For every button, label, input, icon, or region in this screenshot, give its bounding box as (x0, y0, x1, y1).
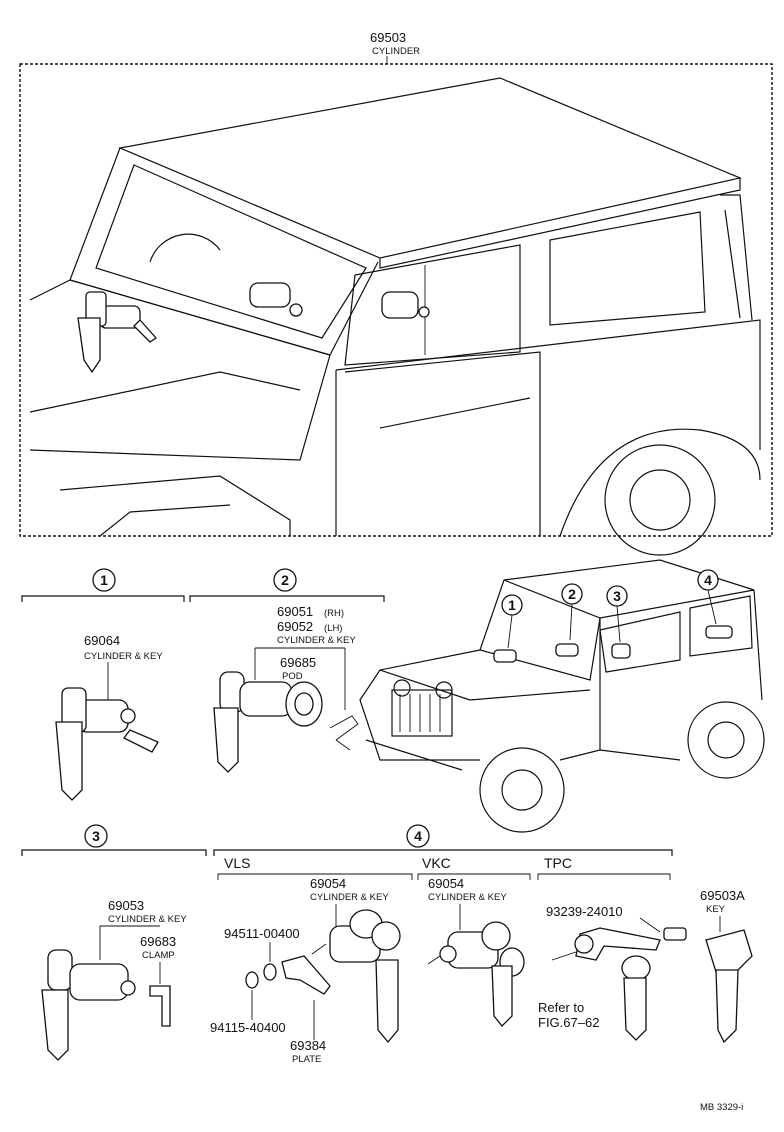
label-94115: 94115-40400 (210, 1020, 286, 1035)
vehicle-badge-1-leader (507, 614, 513, 649)
vls-bracket (217, 873, 413, 880)
group-4-number: 4 (414, 828, 422, 844)
label-69503a-desc: KEY (706, 904, 726, 915)
vkc-bracket (417, 873, 531, 880)
group-3-badge (84, 824, 108, 848)
refer-to-text: Refer to (538, 1000, 584, 1015)
label-69685: 69685 (280, 655, 316, 670)
label-69384: 69384 (290, 1038, 326, 1053)
top-lock-cylinder-hood (77, 291, 157, 374)
label-69054-vls: 69054 (310, 876, 346, 891)
vehicle-lock-marks (493, 625, 733, 663)
vehicle-top-illustration (29, 77, 761, 556)
cylinder-key-69054-vkc (427, 921, 525, 1027)
label-69054-vls-desc: CYLINDER & KEY (310, 892, 389, 903)
key-69503a (705, 929, 753, 1044)
label-69052-side: (LH) (324, 623, 342, 634)
label-69064-desc: CYLINDER & KEY (84, 651, 163, 662)
label-69683: 69683 (140, 934, 176, 949)
top-lock-cylinder-windshield (249, 282, 303, 317)
group-2-bracket (189, 595, 385, 602)
cylinder-key-69064 (55, 687, 159, 801)
label-94511: 94511-00400 (224, 926, 300, 941)
label-69051-side: (RH) (324, 608, 344, 619)
group-3-bracket (21, 849, 207, 856)
cylinder-key-69053 (41, 949, 171, 1061)
sub-vls: VLS (224, 855, 250, 871)
label-69053-desc: CYLINDER & KEY (108, 914, 187, 925)
group-1-number: 1 (100, 572, 108, 588)
label-69064: 69064 (84, 633, 120, 648)
vehicle-badge-2-number: 2 (568, 586, 576, 602)
label-69503a: 69503A (700, 888, 745, 903)
label-6905x-desc: CYLINDER & KEY (277, 635, 356, 646)
cylinder-key-6905x (213, 671, 359, 773)
vehicle-bottom-illustration (359, 559, 765, 833)
label-69685-desc: POD (282, 671, 303, 682)
group-2-badge (273, 568, 297, 592)
vehicle-badge-4-leader (707, 589, 717, 625)
top-part-number: 69503 (370, 30, 406, 45)
label-93239: 93239-24010 (546, 904, 623, 919)
group-1-bracket (21, 595, 185, 602)
vehicle-badge-3-leader (616, 605, 621, 643)
group-4-bracket (213, 849, 673, 856)
vehicle-badge-2-leader (569, 603, 573, 641)
sub-vkc: VKC (422, 855, 451, 871)
sub-tpc: TPC (544, 855, 572, 871)
cylinder-key-69054-vls (245, 909, 401, 1044)
vehicle-badge-1-number: 1 (508, 597, 516, 613)
label-69053: 69053 (108, 898, 144, 913)
refer-figure-text: FIG.67–62 (538, 1015, 599, 1030)
leader-69053 (99, 925, 160, 960)
leader-93239 (639, 917, 661, 933)
label-69051: 69051 (277, 604, 313, 619)
label-69683-desc: CLAMP (142, 950, 175, 961)
top-dashed-frame (19, 63, 773, 537)
label-69384-desc: PLATE (292, 1054, 321, 1065)
label-69054-vkc-desc: CYLINDER & KEY (428, 892, 507, 903)
label-69052: 69052 (277, 619, 313, 634)
group-3-number: 3 (92, 828, 100, 844)
leader-6905x (254, 647, 346, 710)
top-part-desc: CYLINDER (372, 46, 420, 57)
top-lock-cylinder-door (381, 291, 430, 319)
vehicle-badge-3-number: 3 (613, 588, 621, 604)
footer-code: MB 3329-i (700, 1102, 743, 1113)
group-2-number: 2 (281, 572, 289, 588)
group-4-badge (406, 824, 430, 848)
cylinder-key-tpc (551, 927, 687, 1041)
tpc-bracket (537, 873, 671, 880)
label-69054-vkc: 69054 (428, 876, 464, 891)
vehicle-badge-4-number: 4 (704, 572, 712, 588)
group-1-badge (92, 568, 116, 592)
